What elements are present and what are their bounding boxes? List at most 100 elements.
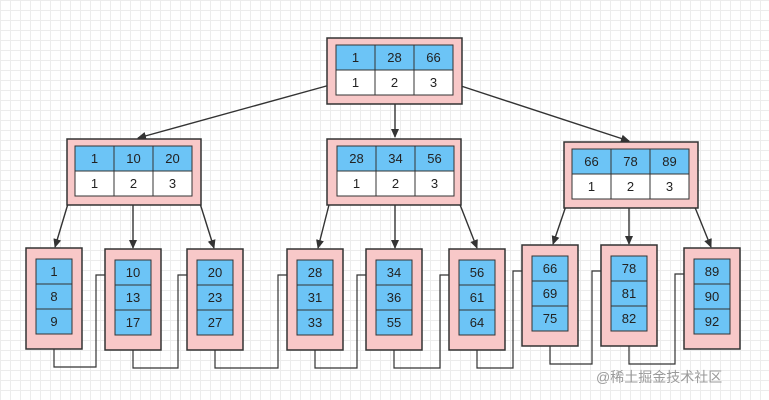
leaf-node-5-key-cell bbox=[375, 309, 413, 336]
leaf-node-4-key-label: 28 bbox=[308, 265, 322, 280]
leaf-node-6-key-label: 56 bbox=[470, 265, 484, 280]
leaf-node-1-key-label: 1 bbox=[50, 264, 57, 279]
root-node-pointer-label: 3 bbox=[430, 75, 437, 90]
leaf-node-3-key-label: 27 bbox=[208, 315, 222, 330]
internal-node-2-pointer-label: 3 bbox=[431, 176, 438, 191]
internal-node-2-pointer-label: 1 bbox=[353, 176, 360, 191]
internal-node-3-pointer-label: 2 bbox=[627, 179, 634, 194]
root-node-key-label: 28 bbox=[387, 50, 401, 65]
internal-node-3-pointer-cell bbox=[649, 173, 690, 200]
internal-node-3-pointer-cell bbox=[571, 173, 612, 200]
leaf-node-4-key-cell bbox=[296, 284, 334, 311]
internal-node-2-pointer-cell bbox=[414, 170, 455, 197]
watermark-text: @稀土掘金技术社区 bbox=[596, 369, 722, 385]
leaf-link-1-to-2 bbox=[53, 271, 115, 368]
leaf-node-8-key-cell bbox=[610, 280, 648, 307]
internal-node-3-key-label: 89 bbox=[662, 154, 676, 169]
leaf-node-4-key-cell bbox=[296, 259, 334, 286]
leaf-node-2-key-label: 17 bbox=[126, 315, 140, 330]
leaf-node-9-key-cell bbox=[693, 283, 731, 310]
leaf-node-9-key-label: 90 bbox=[705, 289, 719, 304]
edge-root-to-internal-1 bbox=[137, 84, 331, 140]
root-node-pointer-cell bbox=[413, 69, 454, 96]
leaf-node-9-key-label: 92 bbox=[705, 314, 719, 329]
leaf-node-5-key-label: 34 bbox=[387, 265, 401, 280]
root-node-key-label: 66 bbox=[426, 50, 440, 65]
internal-node-2-key-label: 56 bbox=[427, 151, 441, 166]
root-node-key-label: 1 bbox=[352, 50, 359, 65]
leaf-node-7-key-cell bbox=[531, 305, 569, 332]
internal-node-1-pointer-cell bbox=[113, 170, 154, 197]
leaf-node-3: 20 23 27 bbox=[186, 248, 244, 351]
leaf-node-6-key-cell bbox=[458, 259, 496, 286]
leaf-node-7-key-label: 69 bbox=[543, 286, 557, 301]
leaf-link-2-to-3 bbox=[132, 271, 197, 369]
internal-node-1: 1 10 20 1 2 3 bbox=[66, 138, 202, 206]
internal-node-1-pointer-label: 3 bbox=[169, 176, 176, 191]
internal-node-3-key-label: 66 bbox=[584, 154, 598, 169]
internal-node-2: 28 34 56 1 2 3 bbox=[326, 138, 462, 206]
internal-node-1-pointer-cell bbox=[152, 170, 193, 197]
internal-node-3-pointer-label: 3 bbox=[666, 179, 673, 194]
leaf-node-2-key-cell bbox=[114, 309, 152, 336]
internal-node-1-key-cell bbox=[152, 145, 193, 172]
leaf-node-9-key-cell bbox=[693, 258, 731, 285]
root-node-key-cell bbox=[374, 44, 415, 71]
leaf-node-2-key-cell bbox=[114, 259, 152, 286]
leaf-node-4-key-label: 33 bbox=[308, 315, 322, 330]
leaf-node-1-key-cell bbox=[35, 283, 73, 310]
leaf-node-5-key-cell bbox=[375, 259, 413, 286]
internal-node-1-pointer-label: 2 bbox=[130, 176, 137, 191]
leaf-node-6-key-cell bbox=[458, 309, 496, 336]
leaf-node-3-key-label: 23 bbox=[208, 290, 222, 305]
leaf-node-1-key-label: 8 bbox=[50, 289, 57, 304]
leaf-node-2-key-label: 10 bbox=[126, 265, 140, 280]
leaf-node-4-key-label: 31 bbox=[308, 290, 322, 305]
leaf-node-5: 34 36 55 bbox=[365, 248, 423, 351]
leaf-link-7-to-8 bbox=[549, 267, 611, 365]
leaf-node-1: 1 8 9 bbox=[25, 247, 83, 350]
leaf-node-8-key-cell bbox=[610, 255, 648, 282]
leaf-node-6-key-label: 64 bbox=[470, 315, 484, 330]
leaf-node-2-key-cell bbox=[114, 284, 152, 311]
internal-node-2-key-label: 28 bbox=[349, 151, 363, 166]
internal-node-3-key-cell bbox=[649, 148, 690, 175]
leaf-node-8-key-label: 82 bbox=[622, 311, 636, 326]
leaf-node-1-key-label: 9 bbox=[50, 314, 57, 329]
leaf-link-4-to-5 bbox=[314, 271, 376, 369]
leaf-node-3-key-label: 20 bbox=[208, 265, 222, 280]
leaf-node-5-key-label: 36 bbox=[387, 290, 401, 305]
leaf-link-8-to-9 bbox=[628, 270, 694, 365]
internal-node-1-key-label: 10 bbox=[126, 151, 140, 166]
root-node-pointer-cell bbox=[374, 69, 415, 96]
internal-node-2-pointer-cell bbox=[375, 170, 416, 197]
root-node-key-cell bbox=[335, 44, 376, 71]
leaf-node-3-key-cell bbox=[196, 284, 234, 311]
internal-node-1-key-label: 20 bbox=[165, 151, 179, 166]
internal-node-1-pointer-label: 1 bbox=[91, 176, 98, 191]
internal-node-3-key-label: 78 bbox=[623, 154, 637, 169]
leaf-node-8-key-label: 78 bbox=[622, 261, 636, 276]
internal-node-2-key-cell bbox=[336, 145, 377, 172]
root-node-pointer-label: 2 bbox=[391, 75, 398, 90]
internal-node-3-pointer-cell bbox=[610, 173, 651, 200]
internal-node-1-key-label: 1 bbox=[91, 151, 98, 166]
leaf-node-6: 56 61 64 bbox=[448, 248, 506, 351]
leaf-node-1-key-cell bbox=[35, 258, 73, 285]
leaf-link-6-to-7 bbox=[476, 267, 532, 369]
leaf-node-4: 28 31 33 bbox=[286, 248, 344, 351]
internal-node-2-pointer-label: 2 bbox=[392, 176, 399, 191]
internal-node-2-key-label: 34 bbox=[388, 151, 402, 166]
internal-node-2-pointer-cell bbox=[336, 170, 377, 197]
leaf-node-6-key-label: 61 bbox=[470, 290, 484, 305]
leaf-node-5-key-label: 55 bbox=[387, 315, 401, 330]
leaf-node-7-key-label: 75 bbox=[543, 311, 557, 326]
